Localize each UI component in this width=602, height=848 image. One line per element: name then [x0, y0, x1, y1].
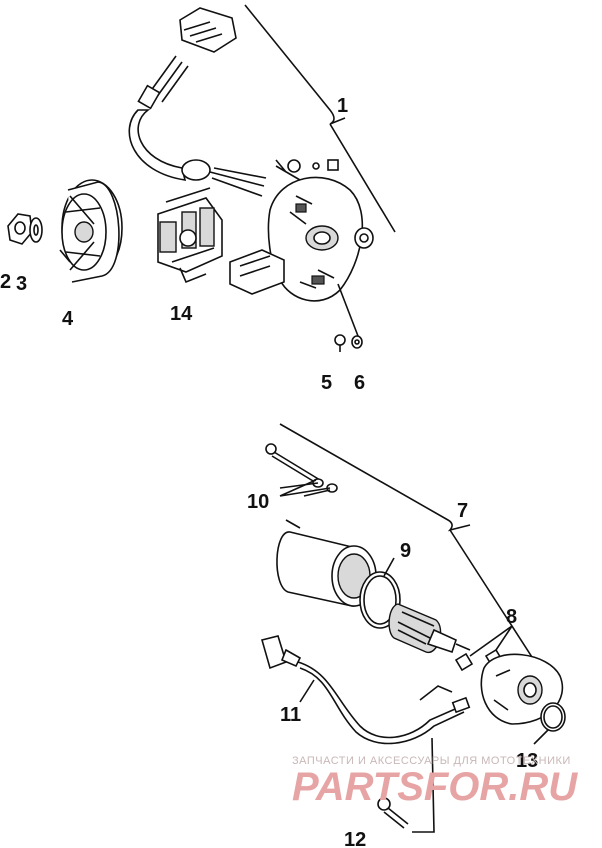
callout-12: 12	[344, 829, 366, 848]
washer-part-6	[351, 335, 363, 349]
bracket-part-1	[244, 4, 396, 233]
plate-nut	[354, 227, 374, 249]
stator-coil-part-14	[157, 187, 223, 284]
leader-line-12	[412, 737, 435, 833]
stator-plate	[267, 176, 364, 302]
leader-line-11	[299, 679, 315, 703]
callout-2: 2	[0, 271, 11, 293]
callout-6: 6	[354, 372, 365, 394]
callout-14: 14	[170, 303, 193, 325]
callout-3: 3	[16, 273, 27, 295]
callout-11: 11	[280, 704, 301, 726]
end-cover	[480, 653, 564, 725]
o-ring-part-13	[540, 702, 566, 732]
plate-screws	[275, 159, 339, 181]
bolt-part-12	[377, 797, 409, 829]
wire-harness-upper	[128, 7, 267, 197]
screw-part-5	[334, 334, 346, 352]
flywheel-part-4	[59, 179, 123, 283]
callout-13: 13	[516, 750, 538, 772]
callout-5: 5	[321, 372, 332, 394]
washer-part-3	[29, 217, 43, 243]
leader-line-9	[383, 557, 395, 577]
leader-line-5-6	[337, 283, 359, 337]
watermark-brand: PARTSFOR.RU	[292, 765, 578, 809]
cable-part-11	[261, 635, 471, 745]
callout-9: 9	[400, 540, 411, 562]
leader-line-10	[279, 479, 331, 497]
leader-line-13	[533, 729, 549, 745]
callout-7: 7	[457, 500, 468, 522]
callout-1: 1	[337, 95, 348, 117]
watermark-tagline: ЗАПЧАСТИ И АКСЕССУАРЫ ДЛЯ МОТОТЕХНИКИ	[292, 755, 571, 767]
armature	[388, 603, 471, 654]
pickup-coil	[229, 249, 285, 295]
nut-part-2	[7, 213, 33, 245]
callout-4: 4	[62, 308, 74, 330]
callout-10: 10	[247, 491, 269, 513]
callout-8: 8	[506, 606, 517, 628]
